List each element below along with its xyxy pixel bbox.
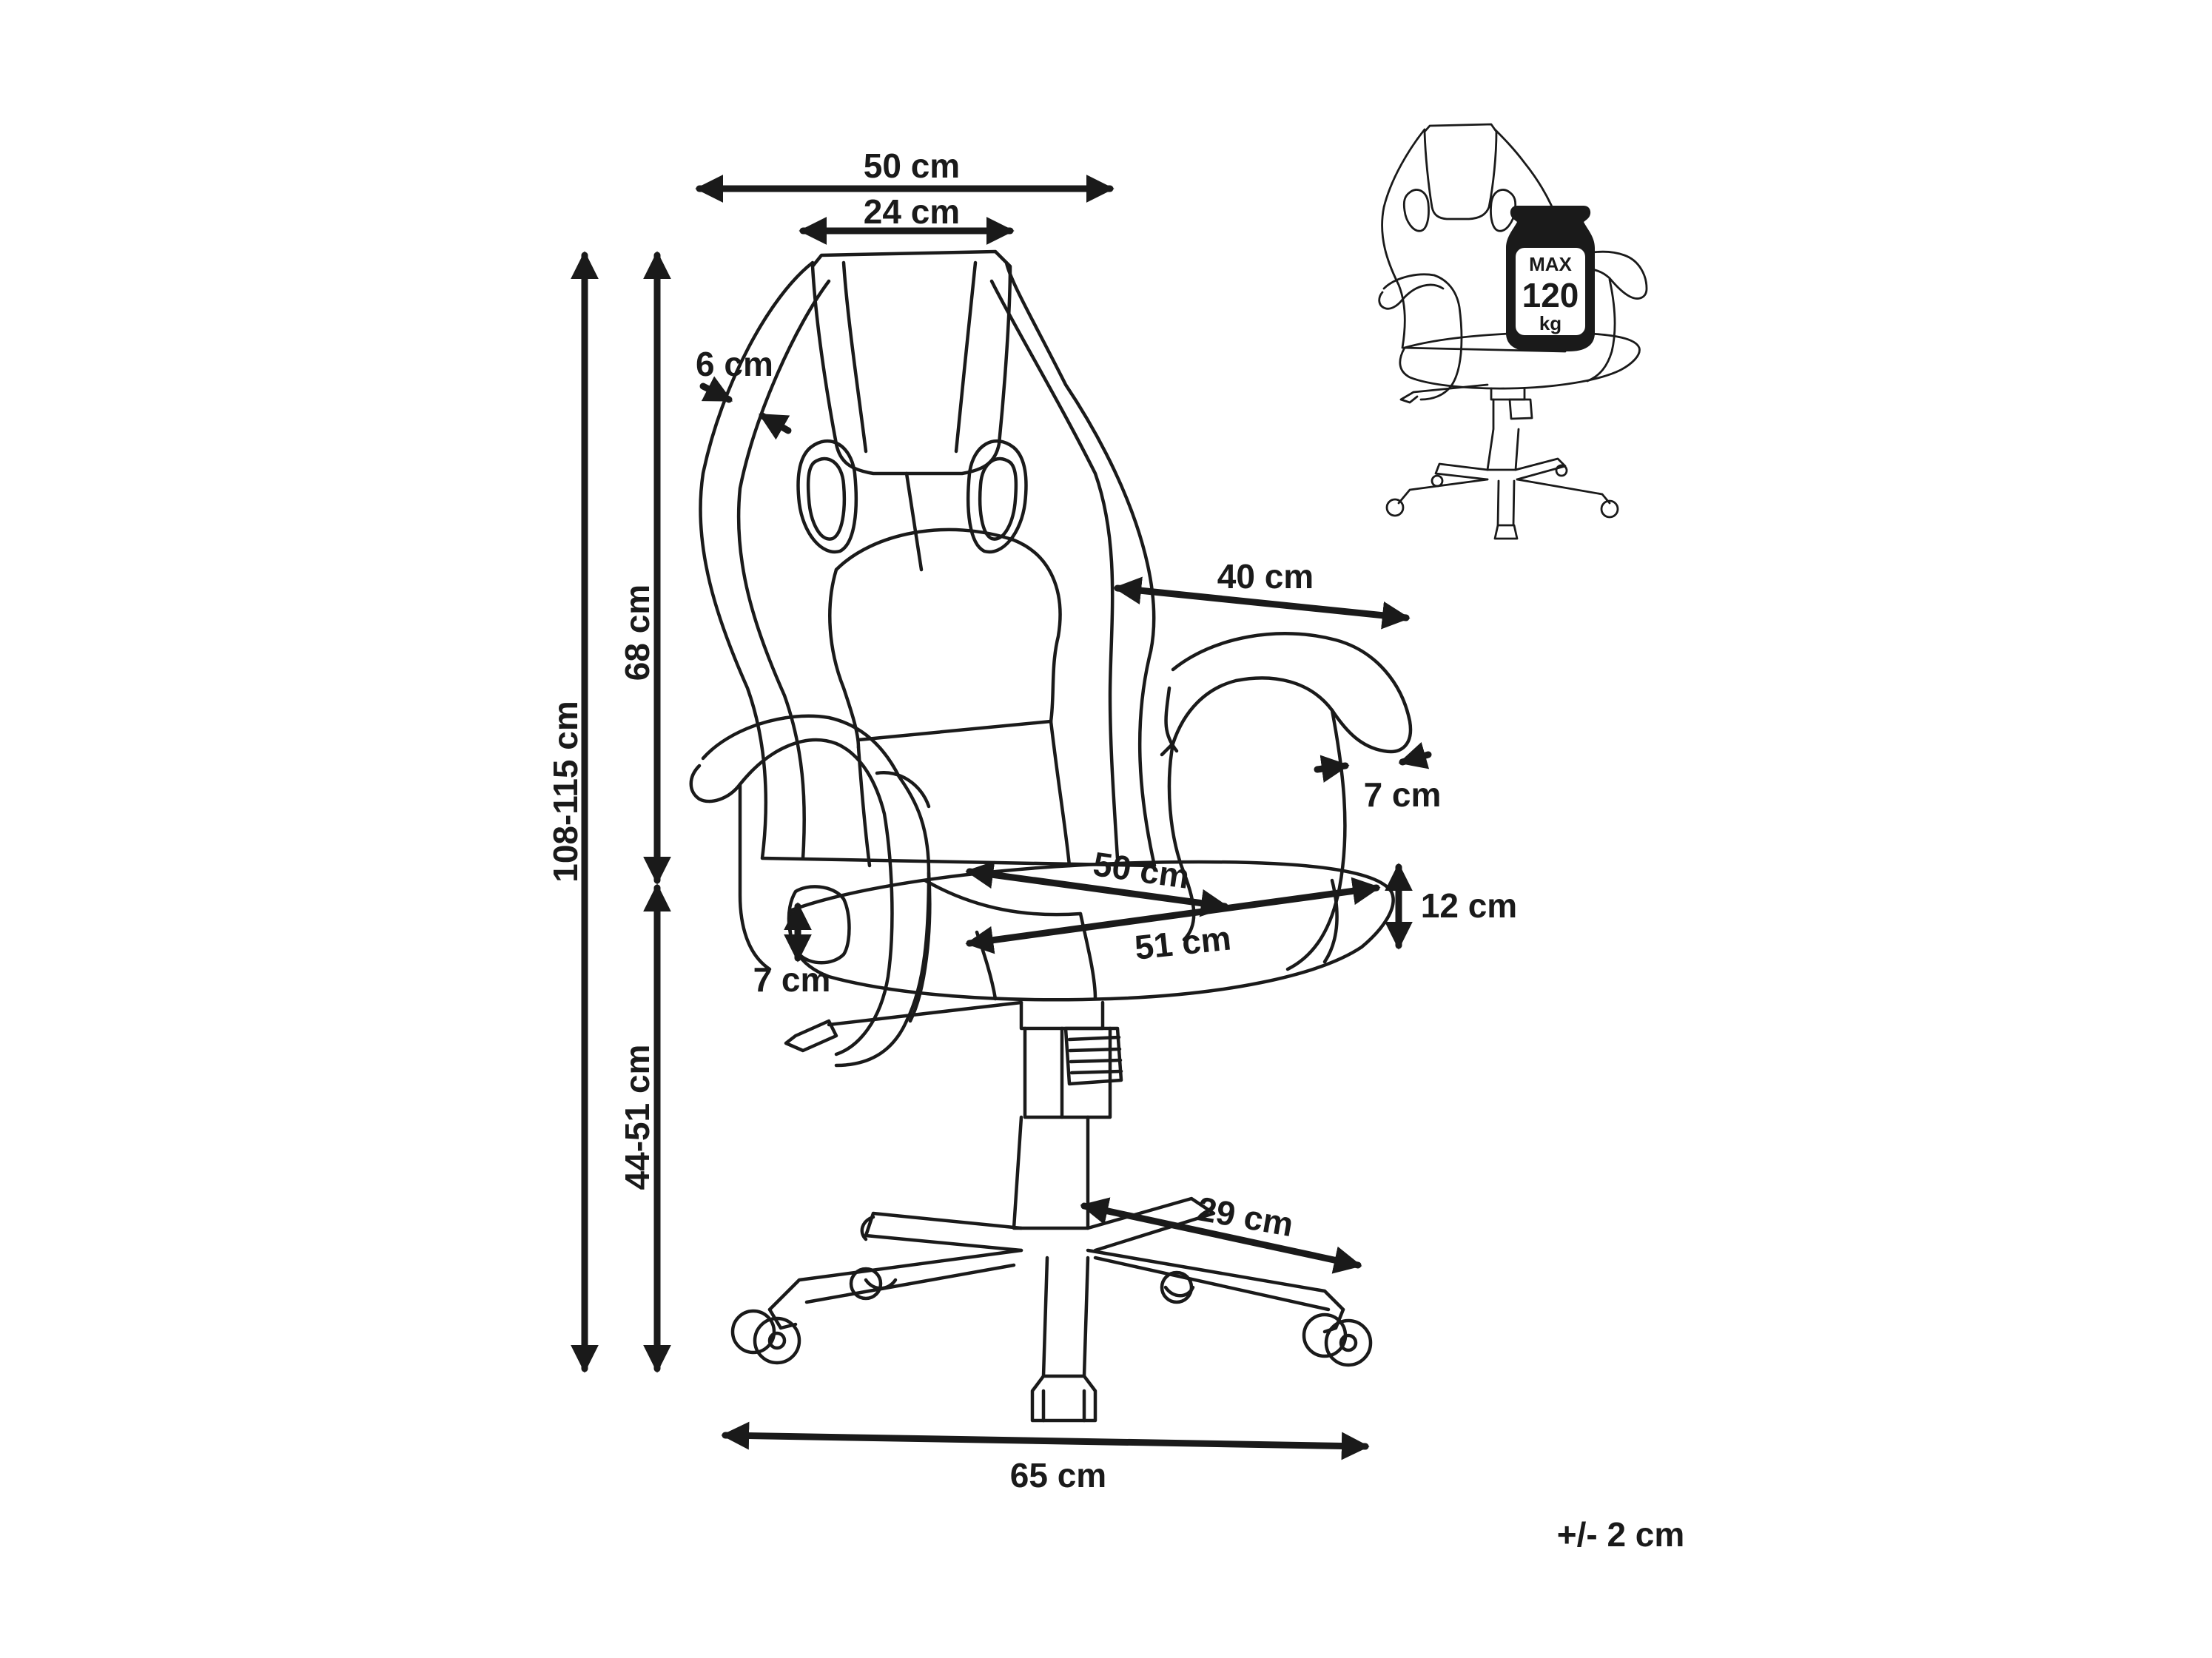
caster-left xyxy=(730,1307,801,1365)
dimension-arrows xyxy=(571,175,1432,1460)
star-base xyxy=(864,1211,1023,1253)
arrow-side-thickness-right xyxy=(759,412,792,440)
caster-front xyxy=(1030,1374,1097,1423)
tilt-lever xyxy=(827,1000,1023,1027)
arrow-armrest-distance xyxy=(1113,576,1411,630)
right-slot xyxy=(966,439,1028,554)
left-slot xyxy=(796,439,858,554)
headrest-pad xyxy=(810,249,1012,476)
arrow-armrest-width-left xyxy=(1314,755,1350,783)
label-base-width: 65 cm xyxy=(1010,1456,1106,1494)
arrow-base-width xyxy=(721,1421,1370,1460)
max-load-unit: kg xyxy=(1539,312,1561,334)
max-load-value: 120 xyxy=(1522,276,1579,314)
caster-back-left xyxy=(849,1267,883,1301)
label-seat-thickness: 12 cm xyxy=(1421,886,1517,925)
chair-drawing xyxy=(689,249,1413,1423)
label-total-height: 108-115 cm xyxy=(546,701,585,883)
max-load-badge: MAX 120 kg xyxy=(1506,206,1595,351)
arrow-base-leg xyxy=(1080,1197,1362,1274)
caster-right xyxy=(1302,1307,1373,1367)
arrow-side-thickness-left xyxy=(699,376,733,403)
label-side-thickness: 6 cm xyxy=(696,345,773,383)
label-seat-width: 51 cm xyxy=(1133,918,1233,966)
max-label: MAX xyxy=(1529,253,1572,275)
label-armrest-height: 7 cm xyxy=(753,960,831,999)
arrow-seat-width xyxy=(965,877,1381,954)
label-top-width: 50 cm xyxy=(864,146,960,185)
left-armrest xyxy=(701,714,931,1068)
label-armrest-distance: 40 cm xyxy=(1217,557,1314,596)
label-headrest-width: 24 cm xyxy=(864,192,960,231)
dimension-labels: 50 cm 24 cm 6 cm 108-115 cm 68 cm 44-51 … xyxy=(546,146,1684,1554)
label-backrest-height: 68 cm xyxy=(618,584,656,681)
arrow-armrest-width-right xyxy=(1398,742,1432,769)
label-tolerance: +/- 2 cm xyxy=(1557,1515,1685,1554)
label-seat-height: 44-51 cm xyxy=(618,1045,656,1190)
thumbnail-chair xyxy=(1378,123,1648,540)
label-armrest-width: 7 cm xyxy=(1364,775,1442,814)
